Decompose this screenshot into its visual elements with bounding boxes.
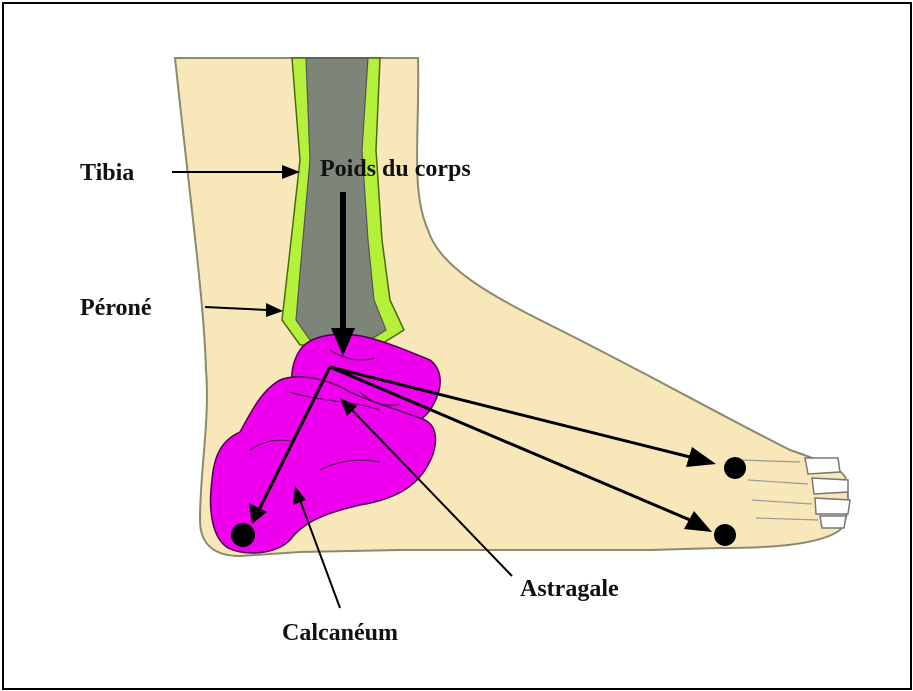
forefoot-upper-point [724, 457, 746, 479]
heel-contact-point [231, 523, 255, 547]
forefoot-lower-point [714, 524, 736, 546]
label-poids-du-corps: Poids du corps [320, 156, 471, 182]
label-perone: Péroné [80, 295, 152, 321]
label-tibia: Tibia [80, 160, 134, 186]
label-calcaneum: Calcanéum [282, 620, 398, 646]
label-astragale: Astragale [520, 576, 619, 602]
